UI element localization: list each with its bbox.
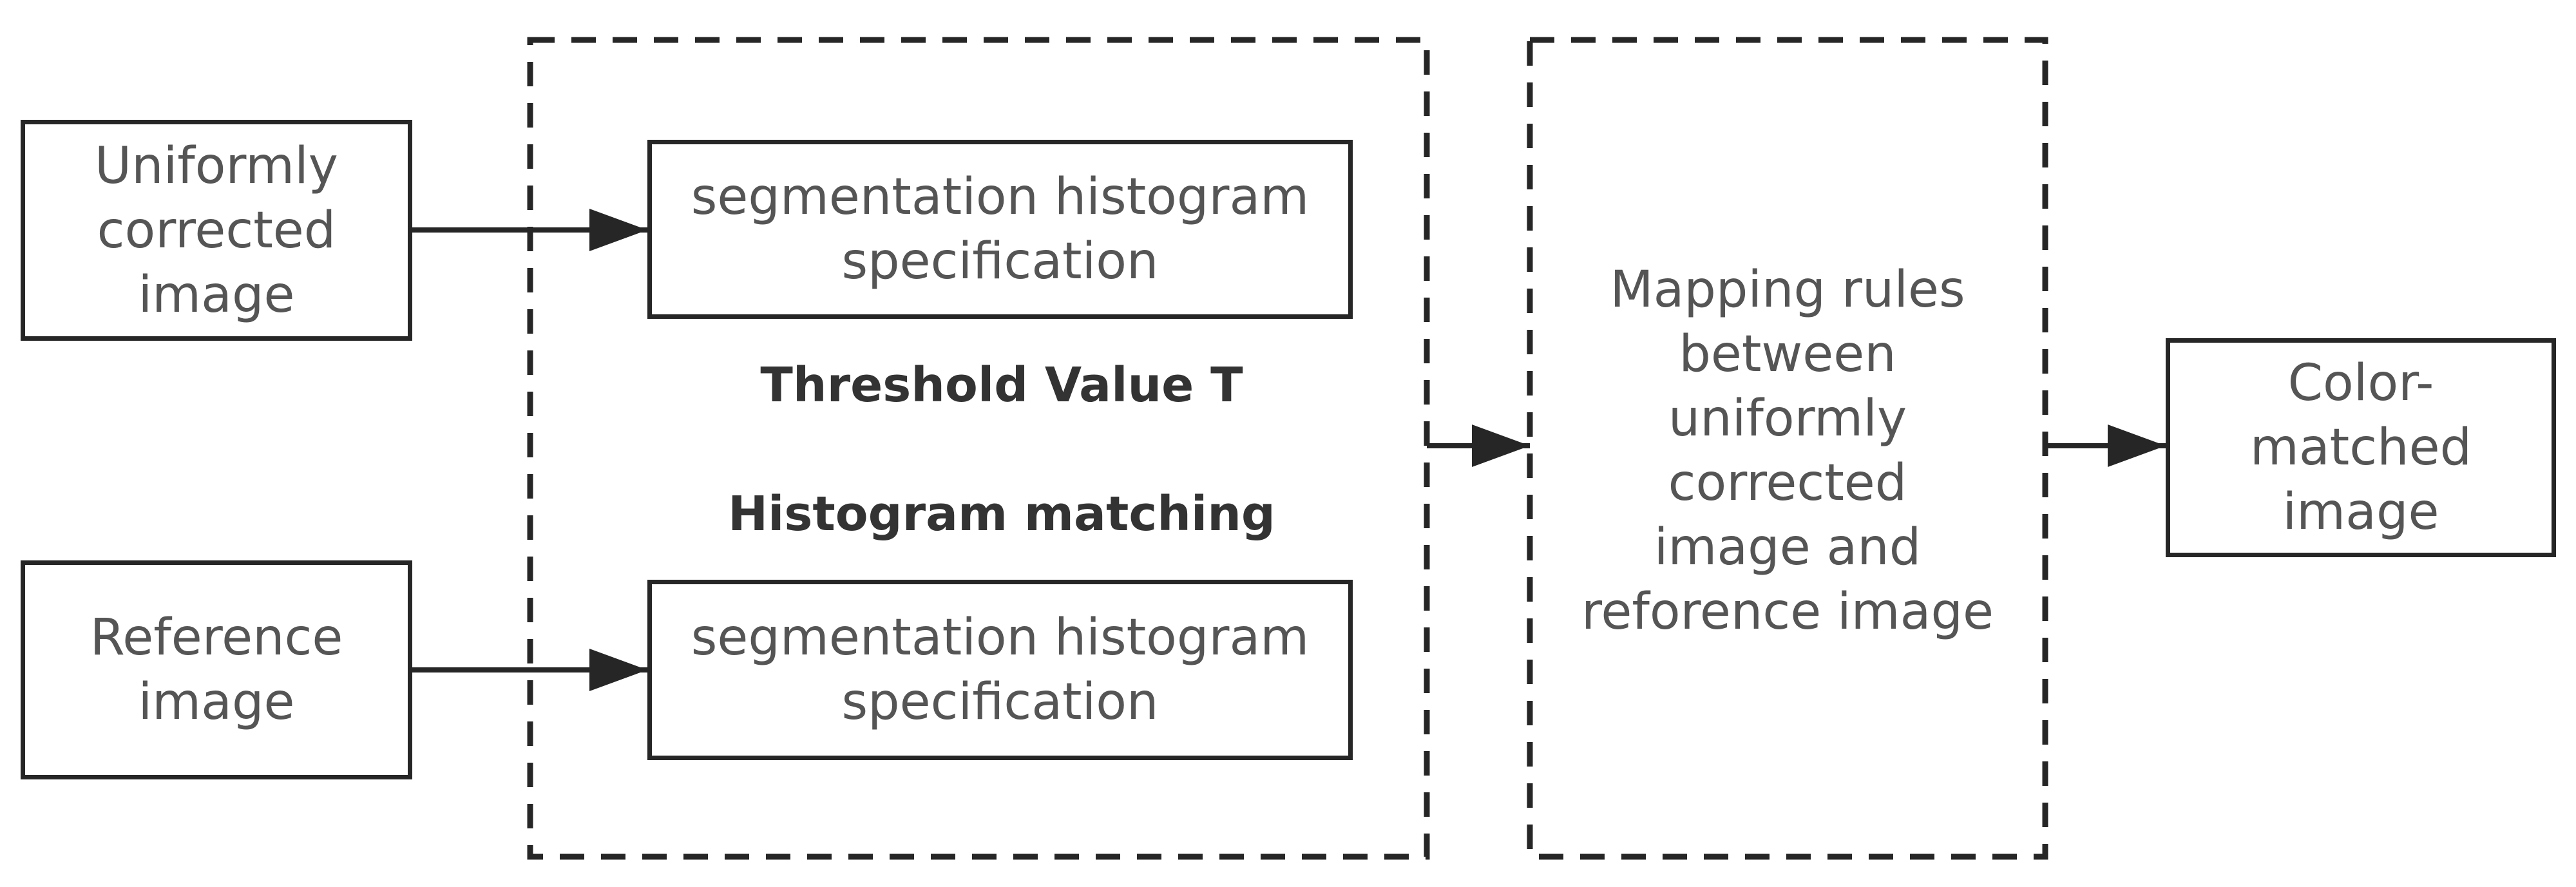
uniformly-corrected-image-label: Uniformly corrected image [95,137,338,324]
histogram-matching-label: Histogram matching [728,486,1275,542]
threshold-value-label: Threshold Value T [760,358,1243,413]
segmentation-histogram-top-node: segmentation histogram specification [647,140,1353,319]
uniformly-corrected-image-node: Uniformly corrected image [21,120,412,341]
reference-image-label: Reference image [90,609,343,731]
segmentation-histogram-top-label: segmentation histogram specification [691,168,1310,291]
mapping-rules-label: Mapping rules between uniformly correcte… [1581,261,1994,641]
color-matched-image-label: Color- matched image [2249,354,2472,541]
segmentation-histogram-bottom-label: segmentation histogram specification [691,609,1310,731]
color-matched-image-node: Color- matched image [2166,338,2556,557]
reference-image-node: Reference image [21,560,412,779]
mapping-rules-node: Mapping rules between uniformly correcte… [1533,245,2042,657]
histogram-matching-group [527,37,1430,860]
segmentation-histogram-bottom-node: segmentation histogram specification [647,580,1353,760]
